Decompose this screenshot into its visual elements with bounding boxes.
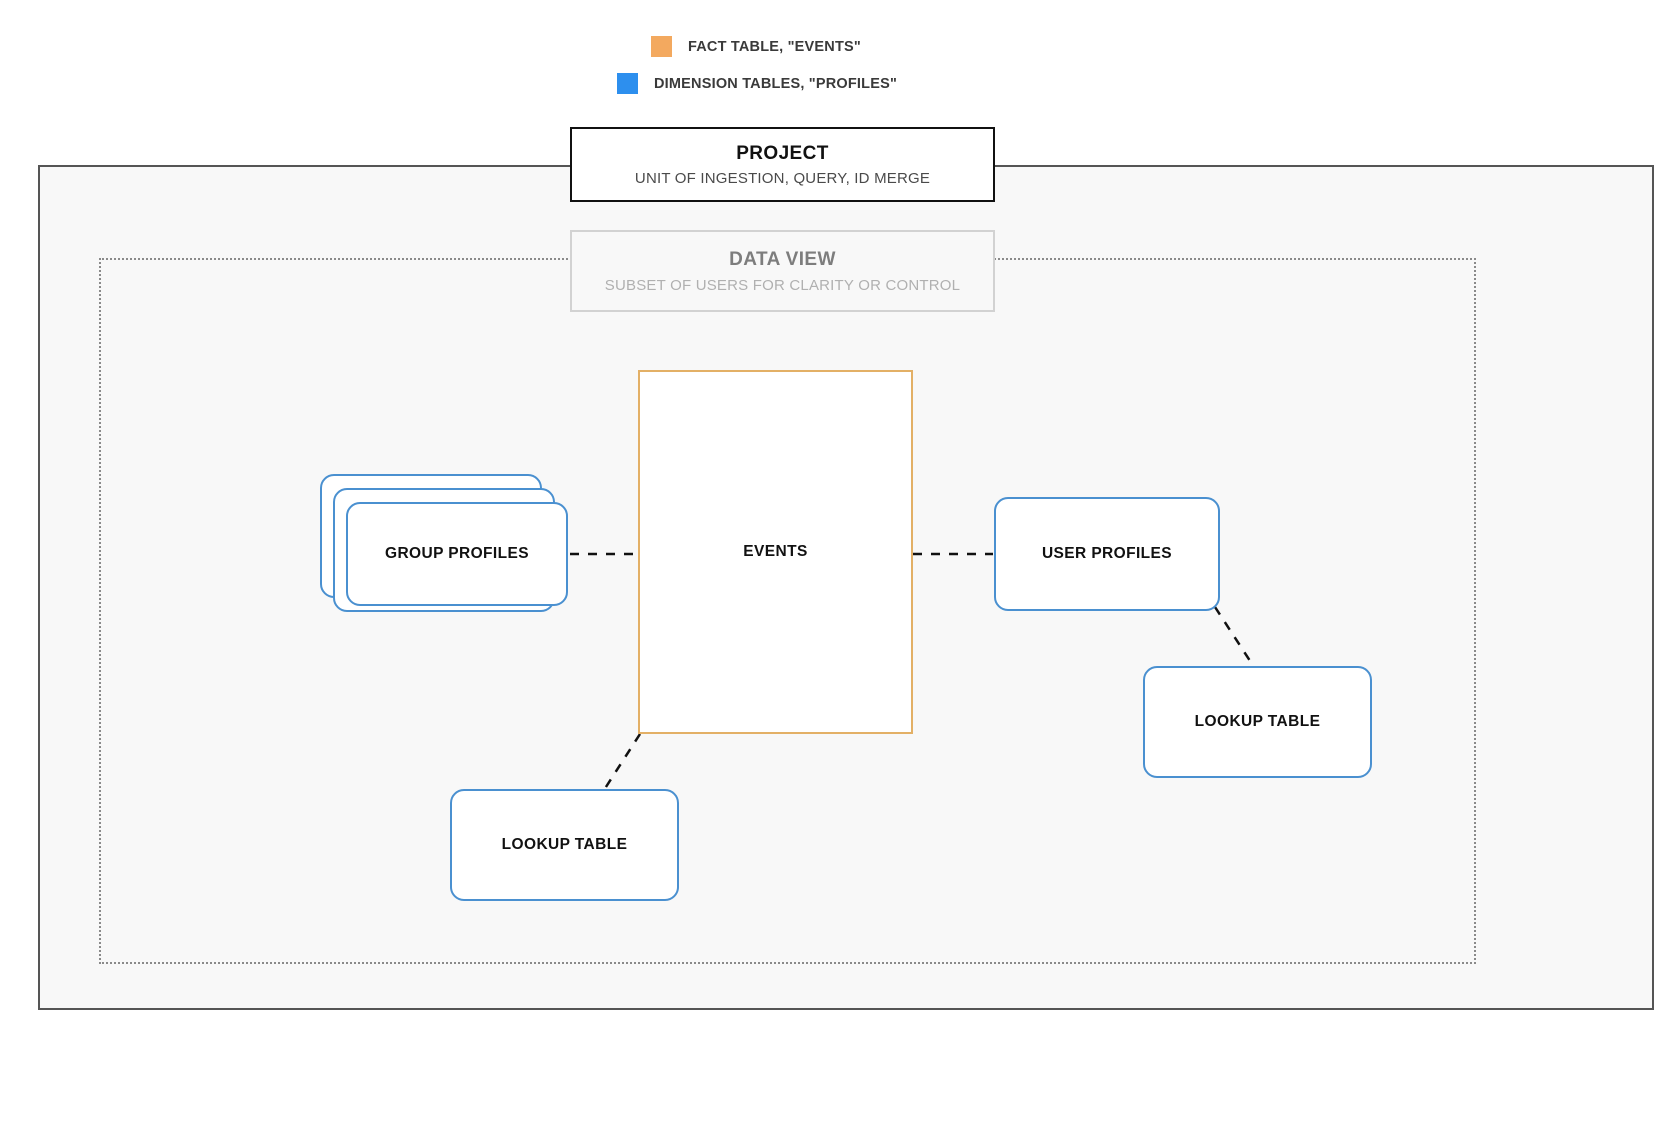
- legend-item-label: FACT TABLE, "EVENTS": [688, 38, 861, 55]
- project-title: PROJECT: [736, 142, 829, 164]
- node-lookup-table-left[interactable]: LOOKUP TABLE: [450, 789, 679, 901]
- legend-item-dimension-tables: DIMENSION TABLES, "PROFILES": [617, 73, 897, 94]
- project-subtitle: UNIT OF INGESTION, QUERY, ID MERGE: [634, 169, 931, 187]
- orange-square-swatch-icon: [651, 36, 672, 57]
- node-group-profiles[interactable]: GROUP PROFILES: [346, 502, 568, 606]
- node-events-label: EVENTS: [743, 543, 808, 560]
- node-lookup-table-right[interactable]: LOOKUP TABLE: [1143, 666, 1372, 778]
- legend-item-label: DIMENSION TABLES, "PROFILES": [654, 75, 898, 92]
- node-user-profiles-label: USER PROFILES: [1041, 545, 1173, 562]
- node-events[interactable]: EVENTS: [638, 370, 913, 734]
- data-view-label-box: DATA VIEW SUBSET OF USERS FOR CLARITY OR…: [570, 230, 995, 312]
- node-user-profiles[interactable]: USER PROFILES: [994, 497, 1220, 611]
- node-lookup-table-left-label: LOOKUP TABLE: [501, 836, 628, 853]
- data-view-subtitle: SUBSET OF USERS FOR CLARITY OR CONTROL: [604, 276, 961, 294]
- node-lookup-table-right-label: LOOKUP TABLE: [1194, 713, 1321, 730]
- legend-item-fact-table: FACT TABLE, "EVENTS": [651, 36, 861, 57]
- blue-square-swatch-icon: [617, 73, 638, 94]
- node-group-profiles-label: GROUP PROFILES: [385, 545, 529, 562]
- project-label-box: PROJECT UNIT OF INGESTION, QUERY, ID MER…: [570, 127, 995, 202]
- data-view-title: DATA VIEW: [729, 248, 836, 270]
